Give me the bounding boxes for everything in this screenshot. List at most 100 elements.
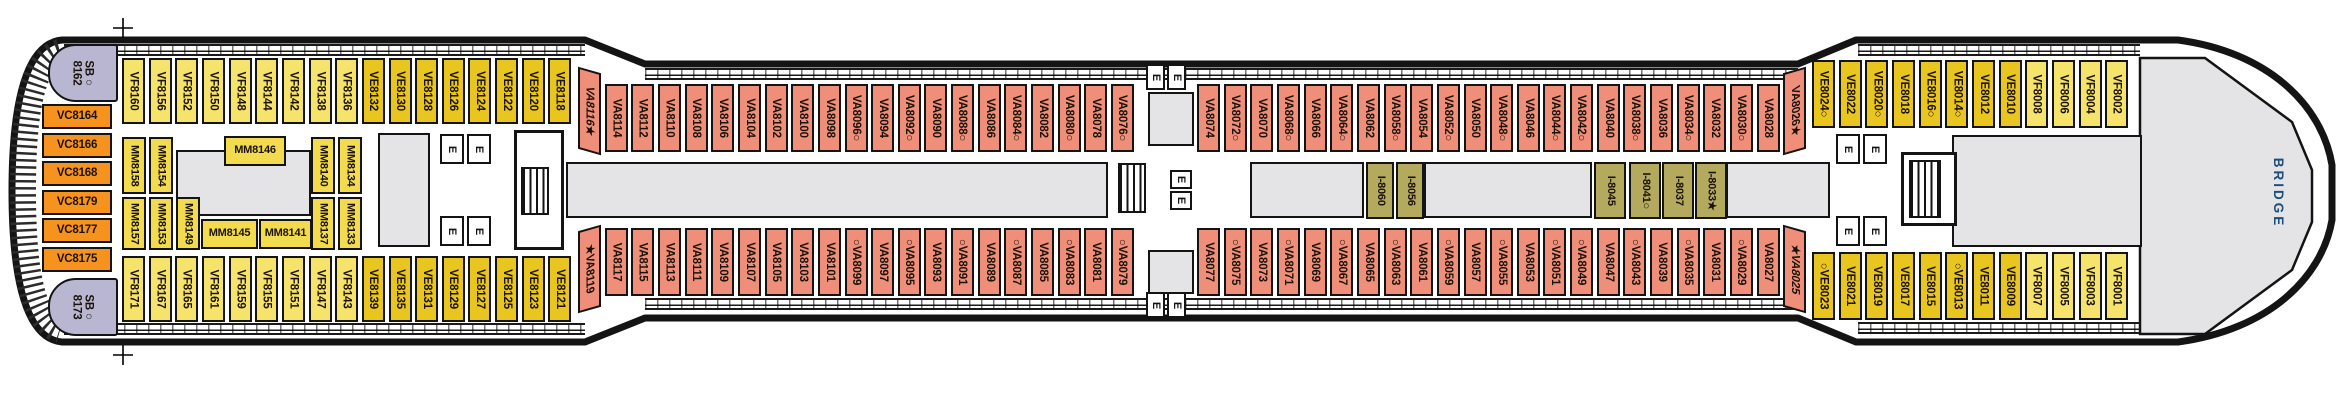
cabin-VC8175: VC8175 [42,247,112,272]
cabin-VA8062: VA8062 [1356,84,1380,152]
cabin-MM8141: MM8141 [259,219,312,249]
cabin-VC8164: VC8164 [42,104,112,129]
cabin-VE8023: ○VE8023 [1812,252,1835,320]
cabin-VF8155: VF8155 [255,256,279,322]
cabin-I-8060: I-8060 [1366,162,1394,219]
cabin-VA8096: VA8096○ [844,84,868,152]
cabin-VE8012: VE8012 [1971,60,1995,128]
deck-rail [64,323,585,335]
cabin-VE8013: ○VE8013 [1945,252,1969,320]
cabin-MM8153: MM8153 [149,197,173,250]
cabin-VE8016: VE8016○ [1918,60,1942,128]
cabin-VA8058: VA8058○ [1383,84,1407,152]
cabin-VA8061: VA8061 [1410,228,1434,296]
bow-open-area [2138,56,2314,336]
deck-rail [64,44,585,56]
deck-rail [1858,322,2140,334]
cabin-VA8047: VA8047 [1596,228,1620,296]
cabin-VA8078: VA8078 [1084,84,1108,152]
cabin-VA8066: VA8066 [1303,84,1327,152]
cabin-VF8136: VF8136 [335,58,359,124]
cabin-VA8084: VA8084○ [1004,84,1028,152]
cabin-VA8082: VA8082 [1031,84,1055,152]
cabin-VE8021: VE8021 [1838,252,1862,320]
cabin-VF8167: VF8167 [148,256,172,322]
cabin-VE8121: VE8121 [548,256,572,322]
cabin-VF8006: VF8006 [2051,60,2075,128]
cabin-VA8103: VA8103 [791,228,815,296]
cabin-VA8040: VA8040 [1596,84,1620,152]
cabin-VE8128: VE8128 [415,58,439,124]
cabin-MM8137: MM8137 [311,197,335,250]
cabin-VE8130: VE8130 [388,58,412,124]
cabin-VF8005: VF8005 [2051,252,2075,320]
cabin-VE8018: VE8018 [1891,60,1915,128]
cabin-VA8092: VA8092○ [897,84,921,152]
cabin-VA8105: VA8105 [764,228,788,296]
cabin-VE8124: VE8124 [468,58,492,124]
cabin-VF8004: VF8004 [2078,60,2102,128]
cabin-VA8059: ○VA8059 [1436,228,1460,296]
cabin-VA8030: VA8030○ [1730,84,1753,152]
cabin-VF8147: VF8147 [308,256,332,322]
cabin-VA8052: VA8052○ [1436,84,1460,152]
cabin-MM8145: MM8145 [201,219,258,249]
cabin-VA8088: VA8088○ [951,84,975,152]
cabin-VA8067: ○VA8067 [1330,228,1354,296]
cabin-MM8157: MM8157 [122,197,146,250]
cabin-VE8024: VE8024○ [1812,60,1835,128]
cabin-I-8037: I-8037 [1662,162,1694,219]
cabin-VA8085: VA8085 [1031,228,1055,296]
elevator-icon: E [440,216,464,246]
cabin-VE8010: VE8010 [1998,60,2022,128]
cabin-VF8152: VF8152 [175,58,199,124]
cabin-VA8071: ○VA8071 [1276,228,1300,296]
cabin-VA8051: ○VA8051 [1543,228,1567,296]
cabin-VA8076: VA8076○ [1111,84,1134,152]
cabin-VA8093: VA8093 [924,228,948,296]
cabin-VE8015: VE8015 [1918,252,1942,320]
cabin-VA8042: VA8042○ [1570,84,1594,152]
cabin-VF8008: VF8008 [2025,60,2049,128]
cabin-MM8154: MM8154 [149,137,173,194]
cabin-VA8034: VA8034○ [1676,84,1700,152]
cabin-VE8139: VE8139 [361,256,385,322]
bridge-label: BRIDGE [2271,157,2286,229]
cabin-VA8046: VA8046 [1516,84,1540,152]
cabin-MM8134: MM8134 [338,137,362,194]
cabin-VA8073: VA8073 [1250,228,1274,296]
cabin-VA8095: ○VA8095 [897,228,921,296]
elevator-icon: E [1146,64,1165,90]
cabin-VF8144: VF8144 [255,58,279,124]
cabin-VA8027: VA8027 [1756,228,1780,296]
cabin-VE8120: VE8120 [521,58,545,124]
cabin-VA8083: ○VA8083 [1057,228,1081,296]
cabin-VF8138: VF8138 [308,58,332,124]
cabin-VA8081: VA8081 [1084,228,1108,296]
cabin-VA8090: VA8090 [924,84,948,152]
cabin-MM8149: MM8149 [176,197,200,250]
cabin-VF8003: VF8003 [2078,252,2102,320]
cabin-VA8111: VA8111 [684,228,708,296]
cabin-VA8109: VA8109 [711,228,735,296]
cabin-VF8161: VF8161 [201,256,225,322]
cabin-VF8171: VF8171 [122,256,145,322]
cabin-VA8038: VA8038○ [1623,84,1647,152]
cabin-VA8099: ○VA8099 [844,228,868,296]
cabin-VA8032: VA8032 [1703,84,1727,152]
cabin-VA8106: VA8106 [711,84,735,152]
cabin-VA8070: VA8070 [1250,84,1274,152]
cabin-I-8056: I-8056 [1396,162,1424,219]
cabin-VA8039: VA8039 [1650,228,1674,296]
cabin-I-8045: I-8045 [1594,162,1626,219]
cabin-VF8150: VF8150 [201,58,225,124]
cabin-VA8086: VA8086 [977,84,1001,152]
cabin-VA8057: VA8057 [1463,228,1487,296]
cabin-VE8129: VE8129 [441,256,465,322]
cabin-VA8031: VA8031 [1703,228,1727,296]
cabin-VE8019: VE8019 [1865,252,1889,320]
cabin-VA8091: ○VA8091 [951,228,975,296]
elevator-icon: E [1167,64,1186,90]
cabin-MM8140: MM8140 [311,137,335,194]
cabin-VA8089: VA8089 [977,228,1001,296]
